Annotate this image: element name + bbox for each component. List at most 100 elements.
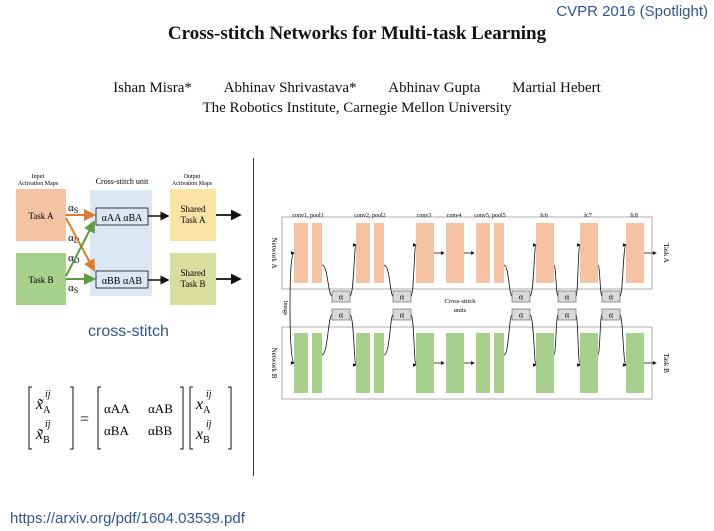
matrix-ba: αBA bbox=[104, 423, 129, 438]
column-divider bbox=[253, 158, 254, 476]
svg-text:α: α bbox=[400, 293, 405, 302]
cross-stitch-unit-1: α α bbox=[331, 290, 351, 321]
net-a-pool5 bbox=[494, 223, 504, 283]
shared-b-line1: Shared bbox=[181, 268, 206, 278]
net-a-conv2 bbox=[356, 223, 370, 283]
net-a-conv1 bbox=[294, 223, 308, 283]
net-b-pool1 bbox=[312, 333, 322, 393]
cross-stitch-network-figure: Network A Network B Task A Task B Image … bbox=[270, 212, 670, 400]
alpha-d-top: αD bbox=[68, 232, 80, 245]
shared-b-line2: Task B bbox=[180, 279, 205, 289]
alpha-bb-ab: αBB αAB bbox=[102, 276, 143, 287]
task-b-output-label: Task B bbox=[662, 353, 670, 373]
net-a-fc7 bbox=[580, 223, 598, 283]
cross-stitch-unit-4: α α bbox=[557, 290, 577, 321]
paper-title: Cross-stitch Networks for Multi-task Lea… bbox=[167, 23, 547, 44]
lhs-b-sup: ij bbox=[45, 419, 51, 430]
lhs-a: x̃A bbox=[35, 396, 51, 416]
net-b-conv5 bbox=[476, 333, 490, 393]
layer-label-fc8: fc8 bbox=[630, 212, 638, 219]
layer-label-conv1: conv1, pool1 bbox=[292, 213, 323, 219]
layer-label-conv5: conv5, pool5 bbox=[474, 213, 505, 219]
lhs-a-sup: ij bbox=[45, 389, 51, 400]
svg-text:α: α bbox=[519, 293, 524, 302]
figure-caption: cross-stitch bbox=[88, 323, 169, 340]
network-arrows bbox=[434, 251, 657, 365]
shared-a-line1: Shared bbox=[181, 204, 206, 214]
alpha-aa-ba: αAA αBA bbox=[102, 213, 144, 224]
svg-text:α: α bbox=[519, 311, 524, 320]
author-3: Abhinav Gupta bbox=[388, 80, 481, 96]
alpha-s-top: αS bbox=[68, 202, 78, 215]
svg-text:α: α bbox=[565, 311, 570, 320]
rhs-a: xA bbox=[195, 396, 211, 416]
task-b-input bbox=[16, 253, 66, 305]
layer-label-conv2: conv2, pool2 bbox=[354, 213, 385, 219]
author-1: Ishan Misra* bbox=[113, 80, 192, 96]
cross-stitch-units-label-1: Cross-stitch bbox=[444, 298, 476, 305]
net-b-pool5 bbox=[494, 333, 504, 393]
layer-label-conv4: conv4 bbox=[447, 213, 462, 219]
net-a-fc8 bbox=[626, 223, 644, 283]
net-a-conv5 bbox=[476, 223, 490, 283]
net-b-fc7 bbox=[580, 333, 598, 393]
cross-stitch-unit-2: α α bbox=[392, 290, 412, 321]
shared-task-a bbox=[170, 189, 216, 241]
shared-a-line2: Task A bbox=[180, 215, 206, 225]
layer-label-fc6: fc6 bbox=[540, 212, 548, 219]
author-list: Ishan Misra* Abhinav Shrivastava* Abhina… bbox=[0, 80, 714, 97]
svg-text:α: α bbox=[565, 293, 570, 302]
lhs-b: x̃B bbox=[35, 426, 50, 446]
input-label-line2: Activation Maps bbox=[18, 181, 59, 187]
rhs-b: xB bbox=[195, 426, 210, 446]
author-4: Martial Hebert bbox=[512, 80, 601, 96]
svg-text:α: α bbox=[609, 311, 614, 320]
net-b-fc8 bbox=[626, 333, 644, 393]
svg-text:α: α bbox=[400, 311, 405, 320]
matrix-ab: αAB bbox=[148, 401, 173, 416]
cross-stitch-unit-5: α α bbox=[601, 290, 621, 321]
svg-text:α: α bbox=[339, 293, 344, 302]
rhs-a-sup: ij bbox=[206, 389, 212, 400]
network-a-label: Network A bbox=[270, 238, 278, 269]
cross-stitch-connections bbox=[289, 243, 627, 367]
output-label-line2: Activation Maps bbox=[172, 181, 213, 187]
image-label: Image bbox=[282, 301, 288, 316]
net-b-fc6 bbox=[536, 333, 554, 393]
net-b-conv3 bbox=[416, 333, 434, 393]
unit-label: Cross-stitch unit bbox=[96, 177, 149, 186]
net-a-pool2 bbox=[374, 223, 384, 283]
cross-stitch-equation: x̃A ij x̃B ij = αAA αAB αBA αBB xA ij xB… bbox=[28, 386, 232, 450]
rhs-b-sup: ij bbox=[206, 419, 212, 430]
task-b-input-label: Task B bbox=[28, 275, 53, 285]
layer-label-fc7: fc7 bbox=[584, 212, 592, 219]
equals-sign: = bbox=[80, 411, 89, 428]
net-b-conv4 bbox=[446, 333, 464, 393]
task-a-input bbox=[16, 189, 66, 241]
matrix-aa: αAA bbox=[104, 401, 130, 416]
net-b-conv1 bbox=[294, 333, 308, 393]
svg-text:α: α bbox=[339, 311, 344, 320]
net-b-pool2 bbox=[374, 333, 384, 393]
layer-label-conv3: conv3 bbox=[417, 213, 432, 219]
network-b-label: Network B bbox=[270, 348, 278, 379]
net-b-conv2 bbox=[356, 333, 370, 393]
output-label-line1: Output bbox=[184, 174, 201, 180]
net-a-fc6 bbox=[536, 223, 554, 283]
task-a-input-label: Task A bbox=[28, 211, 54, 221]
paper-url-link[interactable]: https://arxiv.org/pdf/1604.03539.pdf bbox=[10, 510, 245, 527]
net-a-conv4 bbox=[446, 223, 464, 283]
alpha-d-bottom: αD bbox=[68, 252, 80, 265]
author-2: Abhinav Shrivastava* bbox=[223, 80, 357, 96]
task-a-output-label: Task A bbox=[662, 243, 670, 263]
matrix-bb: αBB bbox=[148, 423, 172, 438]
venue-label: CVPR 2016 (Spotlight) bbox=[556, 3, 708, 20]
shared-task-b bbox=[170, 253, 216, 305]
cross-stitch-unit-figure: Input Activation Maps Cross-stitch unit … bbox=[16, 174, 242, 305]
cross-stitch-unit-3: α α bbox=[511, 290, 531, 321]
affiliation: The Robotics Institute, Carnegie Mellon … bbox=[202, 100, 512, 116]
net-a-conv3 bbox=[416, 223, 434, 283]
svg-text:α: α bbox=[609, 293, 614, 302]
net-a-pool1 bbox=[312, 223, 322, 283]
input-label-line1: Input bbox=[32, 174, 45, 180]
